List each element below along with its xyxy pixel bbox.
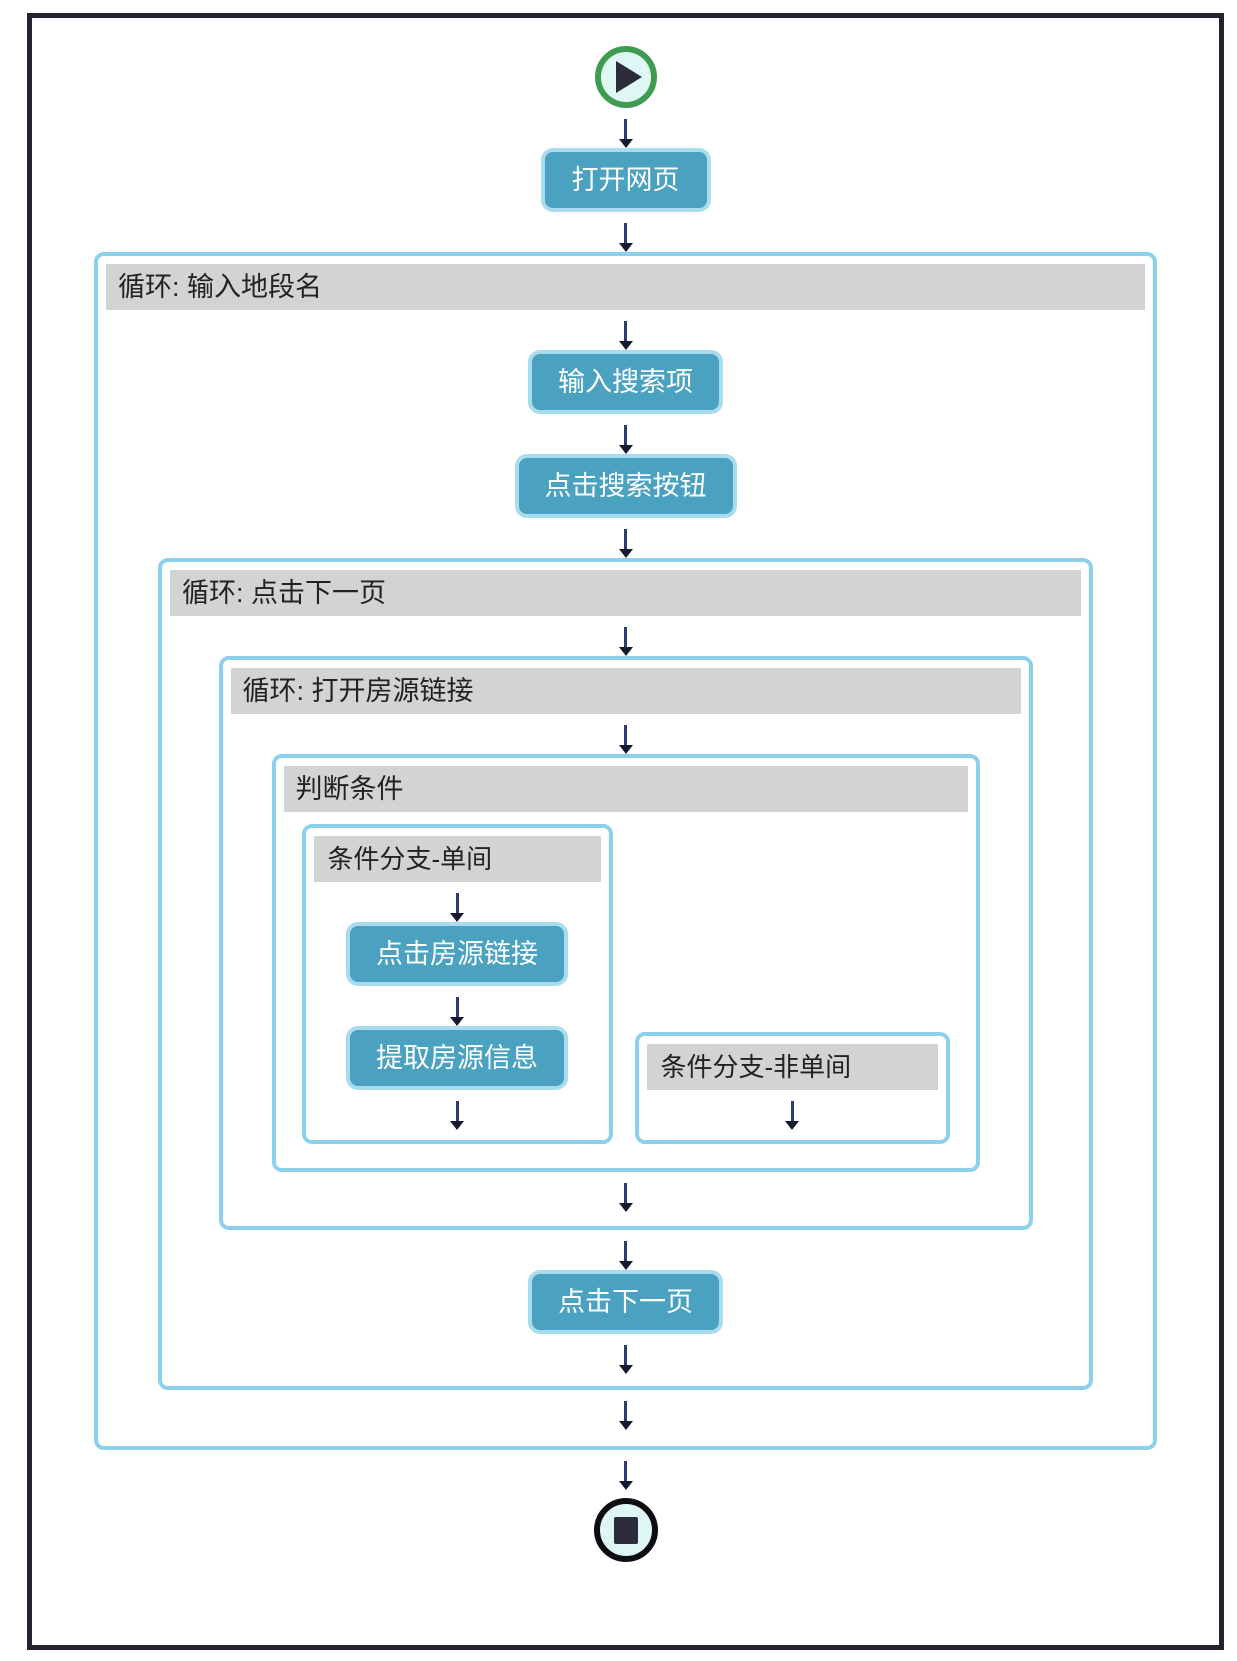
- stop-icon: [613, 1516, 638, 1544]
- down-arrow: [455, 997, 459, 1017]
- down-arrow: [624, 223, 627, 243]
- branch-not-single-room-header[interactable]: 条件分支-非单间: [646, 1044, 938, 1090]
- down-arrow: [624, 1461, 627, 1481]
- start-node[interactable]: [594, 46, 657, 108]
- branch-single-room-container[interactable]: 条件分支-单间 点击房源链接 提取房源信息: [301, 824, 613, 1144]
- branch-single-room-header[interactable]: 条件分支-单间: [313, 836, 601, 882]
- down-arrow: [624, 1401, 627, 1421]
- down-arrow: [624, 725, 627, 745]
- condition-header[interactable]: 判断条件: [283, 766, 968, 812]
- play-icon: [615, 61, 642, 93]
- condition-container[interactable]: 判断条件 条件分支-单间 点击房源链接 提取房源信息: [271, 754, 980, 1172]
- loop-input-area-container[interactable]: 循环: 输入地段名 输入搜索项 点击搜索按钮 循环: 点击下一页 循环: 打开房…: [94, 252, 1157, 1450]
- loop-open-listing-link-header[interactable]: 循环: 打开房源链接: [230, 668, 1021, 714]
- down-arrow: [455, 893, 459, 913]
- down-arrow: [790, 1101, 794, 1121]
- down-arrow: [624, 1345, 627, 1365]
- end-node[interactable]: [593, 1498, 658, 1562]
- down-arrow: [624, 1241, 627, 1261]
- action-open-webpage[interactable]: 打开网页: [540, 148, 711, 212]
- action-click-next-page[interactable]: 点击下一页: [528, 1270, 723, 1334]
- down-arrow: [624, 321, 627, 341]
- down-arrow: [624, 627, 627, 647]
- loop-open-listing-link-container[interactable]: 循环: 打开房源链接 判断条件 条件分支-单间 点击房源链接 提取房源信息: [218, 656, 1033, 1230]
- condition-branches: 条件分支-单间 点击房源链接 提取房源信息 条件分支-非单间: [276, 812, 976, 1168]
- workflow-frame: 打开网页 循环: 输入地段名 输入搜索项 点击搜索按钮 循环: 点击下一页 循环…: [27, 13, 1224, 1650]
- branch-not-single-room-container[interactable]: 条件分支-非单间: [634, 1032, 950, 1144]
- loop-click-next-page-header[interactable]: 循环: 点击下一页: [170, 570, 1081, 616]
- action-click-listing-link[interactable]: 点击房源链接: [346, 922, 568, 986]
- down-arrow: [624, 425, 627, 445]
- down-arrow: [455, 1101, 459, 1121]
- action-input-search-term[interactable]: 输入搜索项: [528, 350, 723, 414]
- down-arrow: [624, 1183, 627, 1203]
- down-arrow: [624, 119, 627, 139]
- down-arrow: [624, 529, 627, 549]
- workflow-flowchart: 打开网页 循环: 输入地段名 输入搜索项 点击搜索按钮 循环: 点击下一页 循环…: [32, 18, 1219, 1645]
- loop-input-area-header[interactable]: 循环: 输入地段名: [106, 264, 1145, 310]
- action-extract-listing-info[interactable]: 提取房源信息: [346, 1026, 568, 1090]
- action-click-search-button[interactable]: 点击搜索按钮: [514, 454, 737, 518]
- loop-click-next-page-container[interactable]: 循环: 点击下一页 循环: 打开房源链接 判断条件 条件分支-单间 点击房源链接: [158, 558, 1093, 1390]
